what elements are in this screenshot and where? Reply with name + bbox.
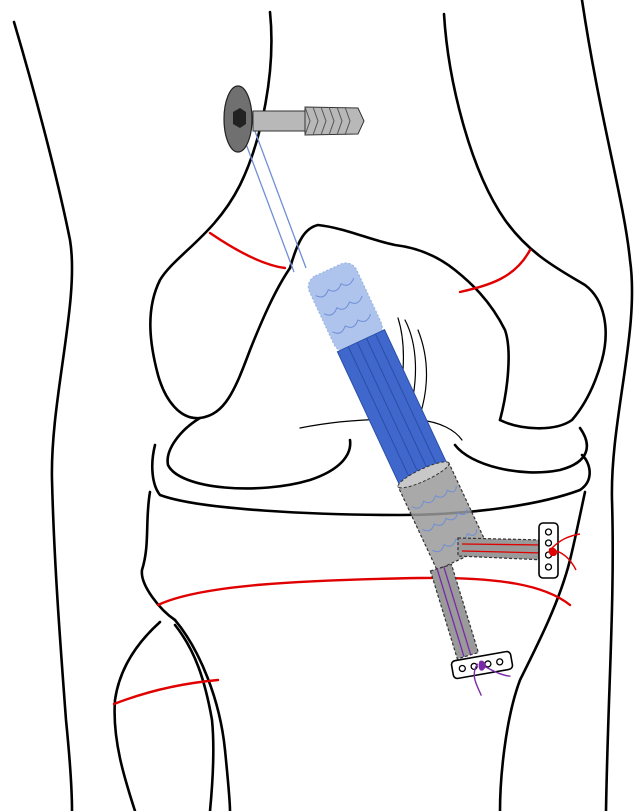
leg-left-outline [14,22,72,811]
fibula-medial [175,625,213,811]
notch-fiber-2 [418,330,427,415]
femur-shaft-right [444,14,606,428]
femur-condyle-lower [168,418,351,488]
tibia [142,445,590,811]
fibular-physis [114,680,218,704]
tibial-physis [158,578,570,605]
fibula [114,622,218,811]
lateral-tibial-tunnel [458,538,545,560]
acl-graft [303,258,488,570]
suture-button-icon [539,523,580,578]
tibia-left-edge [175,620,230,811]
tibial-plateau-upper [152,445,589,515]
fibula-head [115,622,160,811]
leg-right-outline [582,0,632,811]
femur-condyle-right-lower [455,428,587,472]
interference-screw-icon [224,86,364,152]
graft-intra-articular [337,330,448,488]
femoral-physis-right [460,250,530,292]
femoral-physis-left [210,233,285,268]
femur-shaft-left [150,12,290,418]
